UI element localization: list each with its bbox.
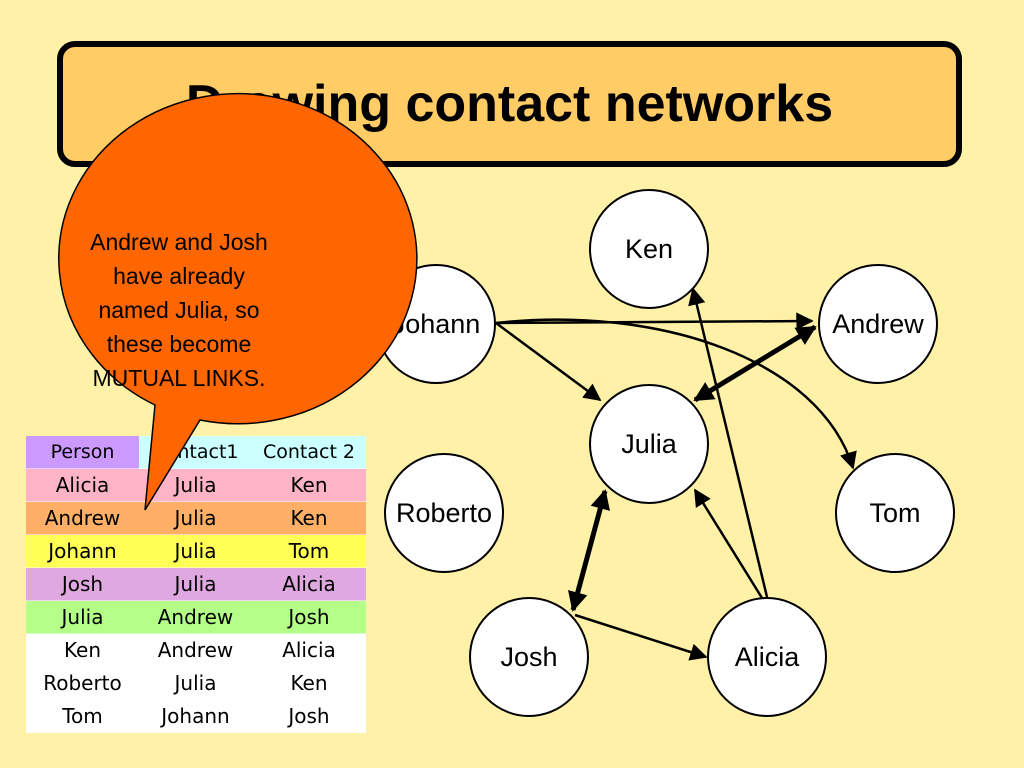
table-cell: Julia <box>26 600 139 634</box>
table-cell: Ken <box>252 666 366 700</box>
edge-alicia-ken <box>688 287 769 598</box>
table-cell: Johann <box>139 699 252 733</box>
contact-table: Person Contact1 Contact 2 Alicia Julia K… <box>26 436 366 733</box>
node-josh: Josh <box>469 597 589 717</box>
table-cell: Tom <box>26 699 139 733</box>
edges-layer <box>495 287 857 661</box>
node-label-julia: Julia <box>621 429 678 459</box>
node-label-roberto: Roberto <box>396 498 492 528</box>
table-cell: Josh <box>252 600 366 634</box>
node-tom: Tom <box>835 453 955 573</box>
table-cell: Alicia <box>252 567 366 601</box>
node-label-josh: Josh <box>500 642 557 672</box>
table-cell: Julia <box>139 666 252 700</box>
table-row: Julia Andrew Josh <box>26 600 366 634</box>
header-contact2: Contact 2 <box>252 436 366 469</box>
table-row: Josh Julia Alicia <box>26 567 366 601</box>
table-row: Alicia Julia Ken <box>26 468 366 502</box>
edge-johann-julia <box>495 321 602 402</box>
node-label-ken: Ken <box>625 234 673 264</box>
table-cell: Alicia <box>26 468 139 502</box>
table-cell: Andrew <box>139 633 252 667</box>
node-roberto: Roberto <box>384 453 504 573</box>
table-cell: Johann <box>26 534 139 568</box>
edge-johann-andrew <box>495 312 814 330</box>
table-cell: Tom <box>252 534 366 568</box>
node-label-tom: Tom <box>869 498 920 528</box>
table-cell: Ken <box>252 501 366 535</box>
table-cell: Ken <box>252 468 366 502</box>
node-label-johann: Johann <box>392 309 481 339</box>
table-cell: Andrew <box>139 600 252 634</box>
table-row: Andrew Julia Ken <box>26 501 366 535</box>
table-cell: Alicia <box>252 633 366 667</box>
table-row: Tom Johann Josh <box>26 699 366 733</box>
node-alicia: Alicia <box>707 597 827 717</box>
table-cell: Andrew <box>26 501 139 535</box>
edge-josh-julia-mutual <box>568 489 610 612</box>
table-header-row: Person Contact1 Contact 2 <box>26 436 366 469</box>
table-row: Johann Julia Tom <box>26 534 366 568</box>
node-andrew: Andrew <box>818 264 938 384</box>
table-row: Roberto Julia Ken <box>26 666 366 700</box>
edge-andrew-julia-mutual <box>693 324 817 403</box>
table-cell: Julia <box>139 468 252 502</box>
edge-josh-alicia <box>574 613 708 661</box>
header-contact1: Contact1 <box>139 436 252 469</box>
table-cell: Roberto <box>26 666 139 700</box>
node-label-andrew: Andrew <box>832 309 924 339</box>
table-cell: Julia <box>139 567 252 601</box>
node-label-alicia: Alicia <box>735 642 801 672</box>
table-cell: Julia <box>139 501 252 535</box>
edge-alicia-julia <box>693 488 764 599</box>
table-cell: Josh <box>252 699 366 733</box>
table-cell: Julia <box>139 534 252 568</box>
node-julia: Julia <box>589 384 709 504</box>
table-cell: Ken <box>26 633 139 667</box>
table-cell: Josh <box>26 567 139 601</box>
table-row: Ken Andrew Alicia <box>26 633 366 667</box>
node-johann: Johann <box>376 264 496 384</box>
header-person: Person <box>26 436 139 469</box>
node-ken: Ken <box>589 189 709 309</box>
